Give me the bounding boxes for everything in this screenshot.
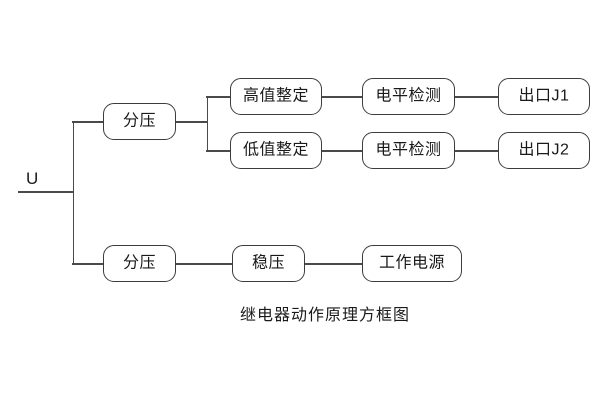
wire-divider-upper-to-split <box>176 121 208 123</box>
node-output-j2[interactable]: 出口J2 <box>498 132 590 169</box>
node-working-power-label: 工作电源 <box>378 254 445 271</box>
node-high-setting-label: 高值整定 <box>242 87 309 104</box>
wire-trunk-to-divider-upper <box>72 121 104 123</box>
node-divider-lower[interactable]: 分压 <box>103 245 176 282</box>
node-working-power[interactable]: 工作电源 <box>362 245 462 282</box>
wire-main-trunk-vertical <box>72 121 75 264</box>
wire-low-setting-to-level-detect-2 <box>322 150 363 152</box>
wire-level-detect-2-to-output-j2 <box>455 150 499 152</box>
diagram-caption: 继电器动作原理方框图 <box>240 307 411 324</box>
node-level-detect-1-label: 电平检测 <box>375 87 442 104</box>
wire-split-to-low-setting <box>206 150 231 152</box>
wire-trunk-to-divider-lower <box>72 263 104 265</box>
node-low-setting-label: 低值整定 <box>242 141 309 158</box>
wire-divider-lower-to-regulator <box>176 263 233 265</box>
node-level-detect-2[interactable]: 电平检测 <box>362 132 455 169</box>
wire-regulator-to-working-power <box>305 263 363 265</box>
node-divider-lower-label: 分压 <box>122 254 156 271</box>
node-level-detect-2-label: 电平检测 <box>375 141 442 158</box>
node-divider-upper[interactable]: 分压 <box>103 103 176 140</box>
node-low-setting[interactable]: 低值整定 <box>230 132 322 169</box>
wire-split-vertical <box>206 96 209 152</box>
input-voltage-label: U <box>26 169 39 188</box>
node-voltage-regulator-label: 稳压 <box>251 254 285 271</box>
node-output-j1[interactable]: 出口J1 <box>498 78 590 115</box>
node-voltage-regulator[interactable]: 稳压 <box>232 245 305 282</box>
wire-split-to-high-setting <box>206 96 231 98</box>
node-output-j2-label: 出口J2 <box>518 141 570 158</box>
node-output-j1-label: 出口J1 <box>518 87 570 104</box>
node-level-detect-1[interactable]: 电平检测 <box>362 78 455 115</box>
node-high-setting[interactable]: 高值整定 <box>230 78 322 115</box>
wire-level-detect-1-to-output-j1 <box>455 96 499 98</box>
node-divider-upper-label: 分压 <box>122 112 156 129</box>
wire-input-horizontal <box>18 191 74 193</box>
wire-high-setting-to-level-detect-1 <box>322 96 363 98</box>
